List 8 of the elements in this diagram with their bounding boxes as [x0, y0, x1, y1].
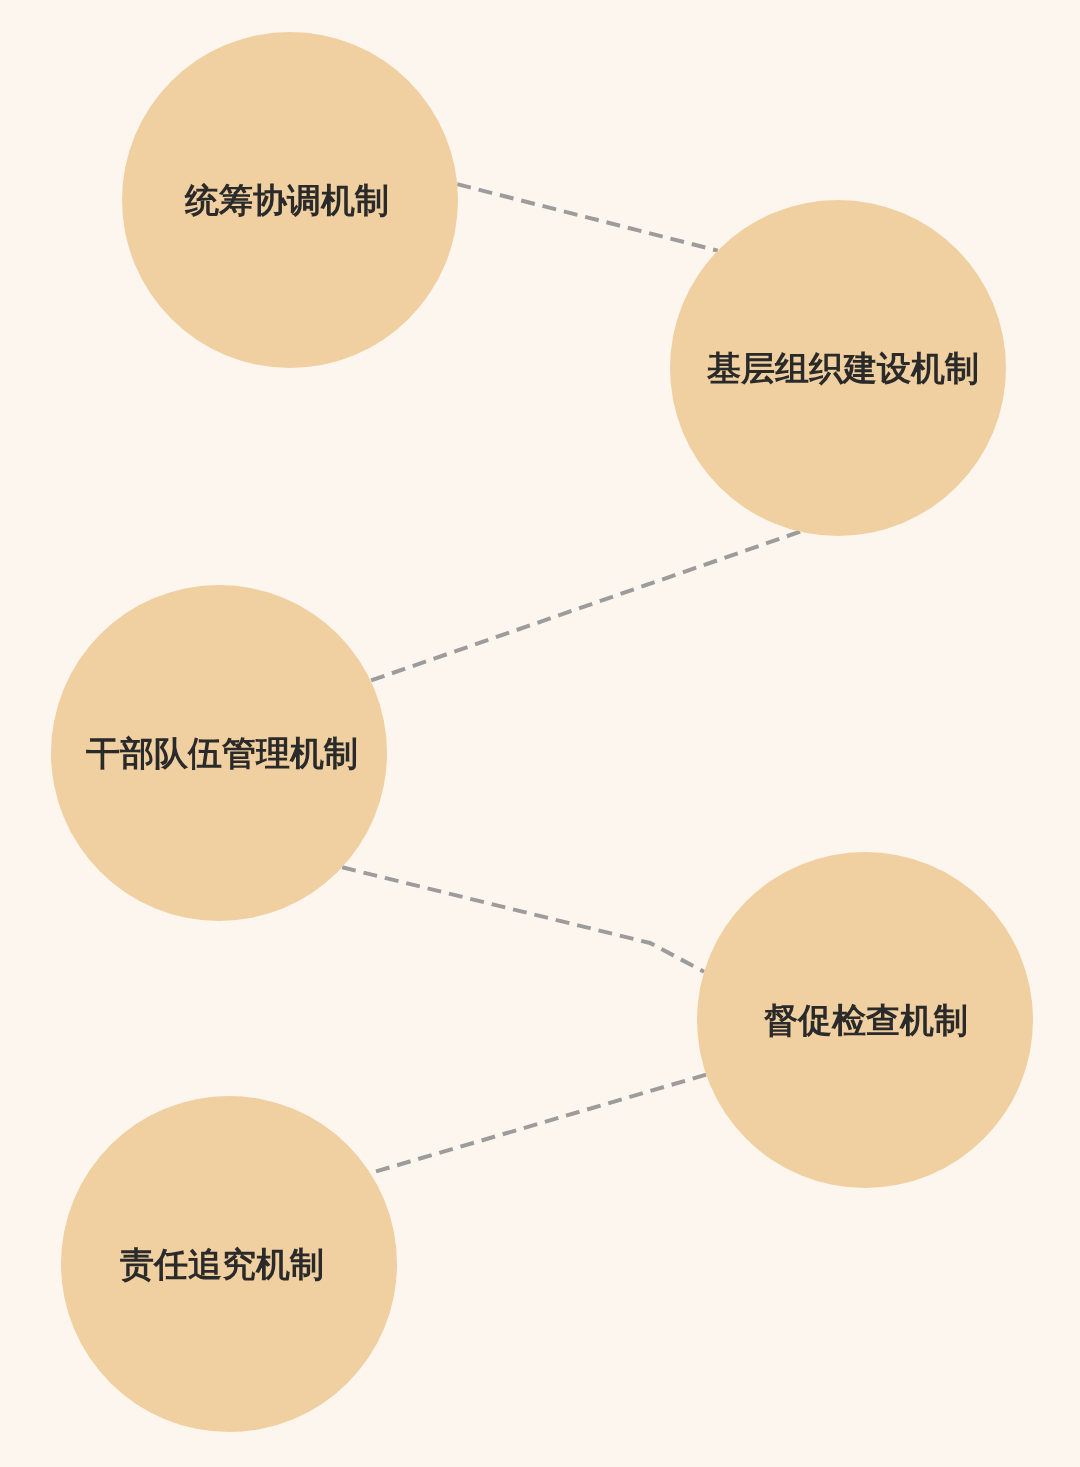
node-label: 统筹协调机制	[185, 179, 389, 221]
dashed-connector	[456, 182, 719, 253]
dashed-connector	[341, 865, 706, 974]
node-label: 督促检查机制	[764, 999, 968, 1041]
node-label: 基层组织建设机制	[707, 347, 979, 389]
node-label: 责任追究机制	[120, 1243, 324, 1285]
dashed-connector	[369, 529, 801, 683]
node-label: 干部队伍管理机制	[86, 732, 358, 774]
